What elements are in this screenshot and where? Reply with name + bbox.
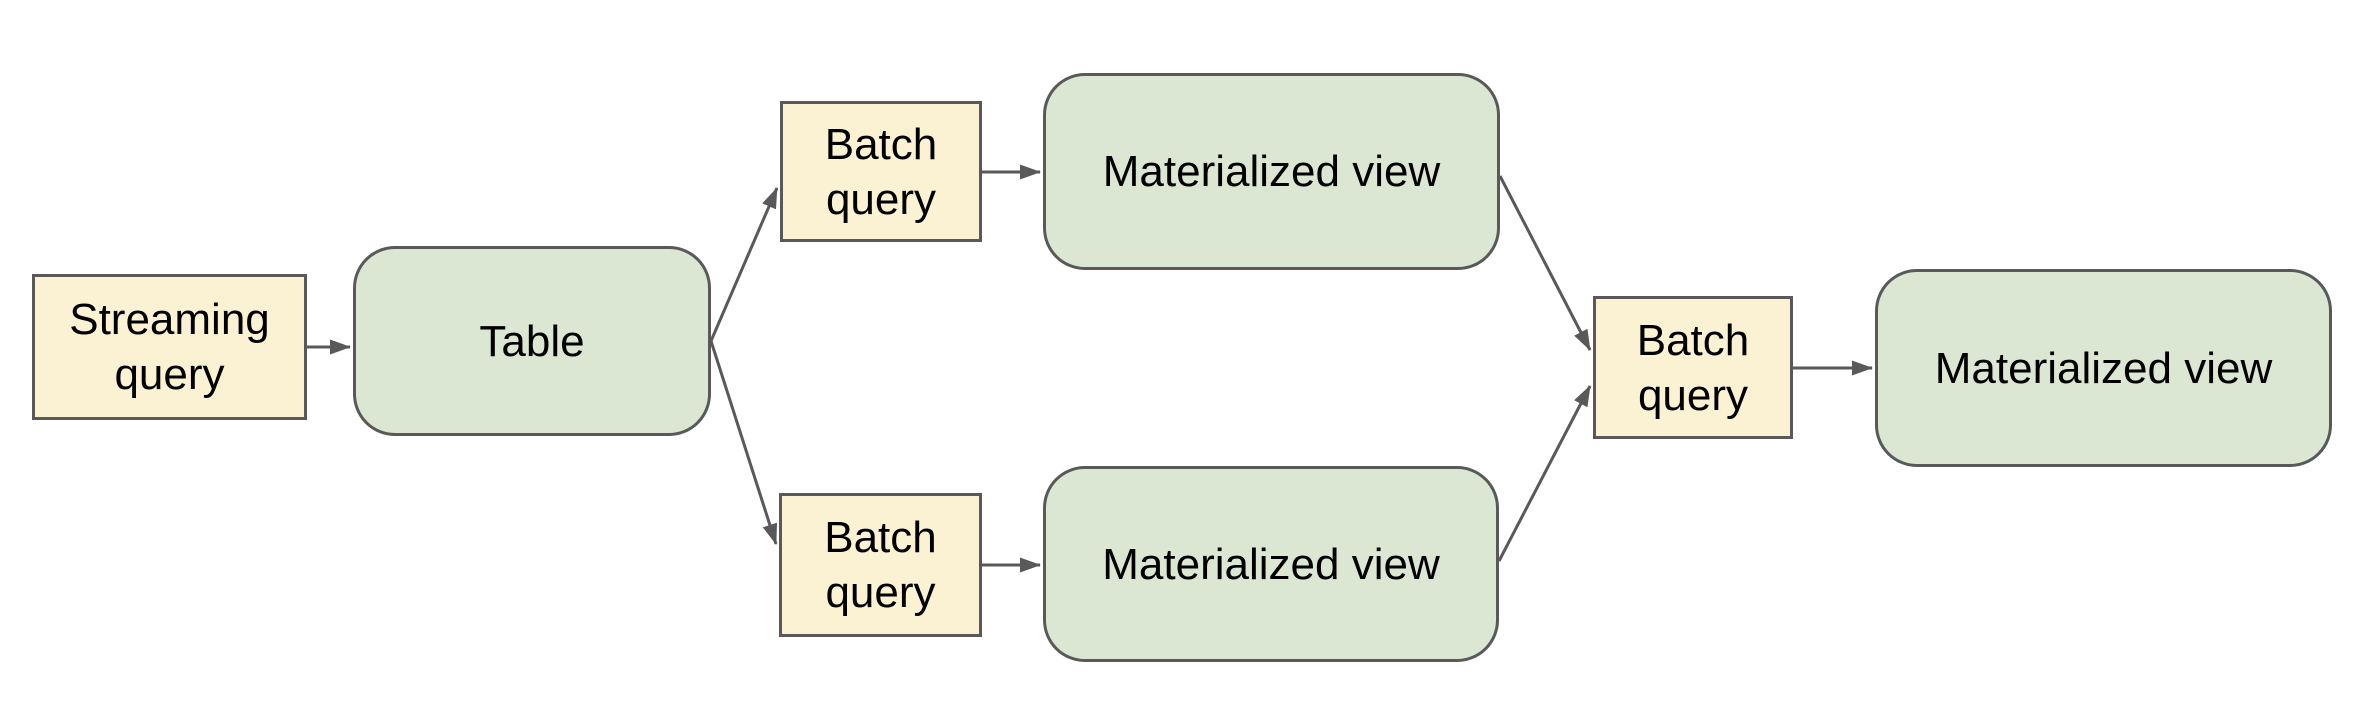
node-streaming-query: Streaming query xyxy=(32,274,307,420)
node-table: Table xyxy=(353,246,711,436)
node-materialized-view-top: Materialized view xyxy=(1043,73,1500,270)
node-label-line: Batch xyxy=(1636,315,1750,365)
node-label-line: Materialized view xyxy=(1102,147,1441,196)
node-label-line: Streaming xyxy=(69,295,270,344)
node-materialized-view-bottom: Materialized view xyxy=(1043,466,1499,662)
node-label-line: query xyxy=(114,350,225,399)
node-batch-query-bottom: Batch query xyxy=(779,493,982,637)
node-label-line: query xyxy=(825,174,937,224)
arrow-table-to-batch-query-bottom xyxy=(709,340,778,545)
arrow-table-to-batch-query-top xyxy=(709,187,779,342)
node-label-line: Table xyxy=(479,316,585,366)
node-label-line: Batch xyxy=(824,119,938,169)
node-materialized-view-right: Materialized view xyxy=(1875,269,2332,467)
arrow-materialized-view-bottom-to-batch-query-right xyxy=(1497,385,1592,562)
node-label-line: query xyxy=(825,568,936,617)
node-label-line: Materialized view xyxy=(1102,539,1440,589)
arrow-materialized-view-top-to-batch-query-right xyxy=(1498,175,1592,351)
node-label-line: Materialized view xyxy=(1934,343,2273,393)
node-label-line: Batch xyxy=(824,513,937,562)
node-label-line: query xyxy=(1637,370,1749,420)
